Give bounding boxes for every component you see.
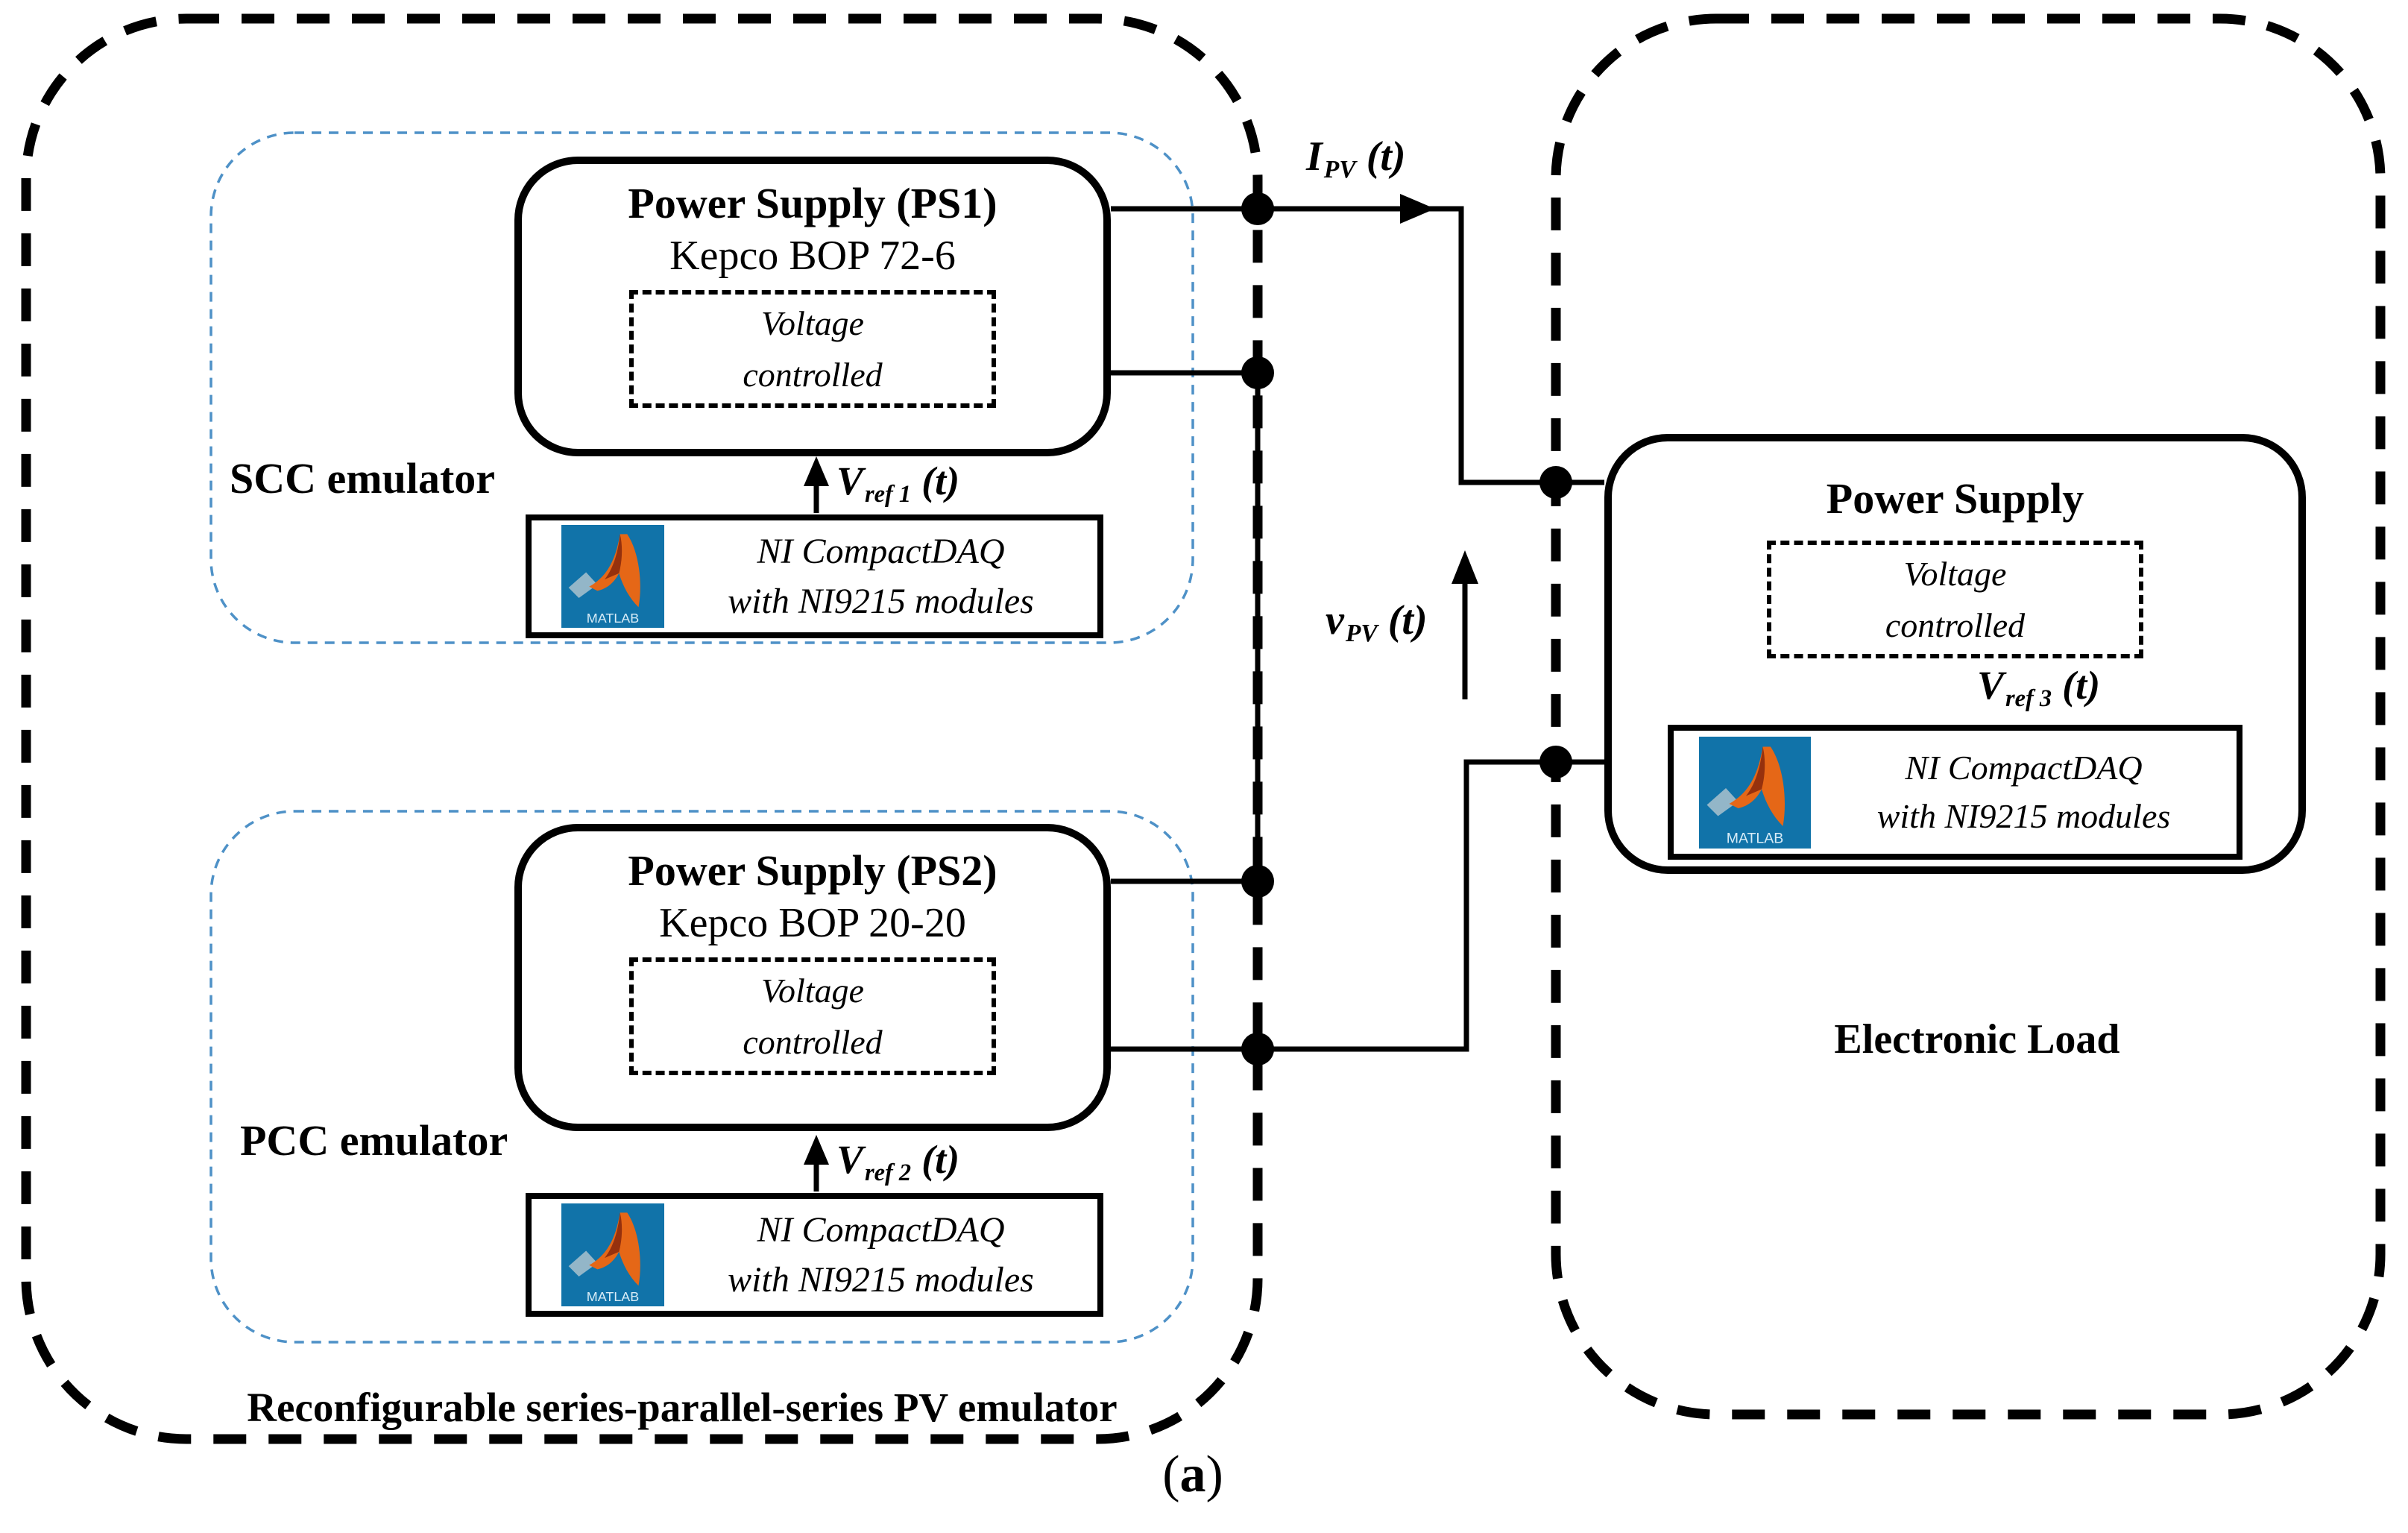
vref2-sub: ref 2 [865,1159,912,1186]
matlab-icon: MATLAB [1699,736,1811,849]
ipv-base: I [1306,133,1323,180]
ipv-sub: PV [1323,156,1356,184]
scc-daq-box: MATLAB NI CompactDAQ with NI9215 modules [526,514,1103,638]
mode-line: Voltage [1903,554,2007,593]
junction-dot [1241,1033,1274,1065]
matlab-icon: MATLAB [561,1203,664,1306]
vref2-arrowhead-icon [804,1135,829,1165]
electronic-load-caption: Electronic Load [1834,1016,2120,1063]
daq-line: with NI9215 modules [728,1260,1034,1300]
wire-ps1-top-to-load [1111,206,1604,485]
pcc-daq-text: NI CompactDAQ with NI9215 modules [664,1205,1097,1305]
vpv-arrowhead-icon [1452,550,1478,584]
vref1-sub: ref 1 [865,480,912,508]
power-supply-ps2-box: Power Supply (PS2) Kepco BOP 20-20 Volta… [514,824,1111,1131]
vref1-arrowhead-icon [804,456,829,486]
mode-line: controlled [1885,605,2026,644]
vpv-sub: PV [1345,620,1378,648]
vref1-base: V [836,459,864,503]
vref3-sub: ref 3 [2005,684,2052,712]
ipv-arg: (t) [1366,133,1406,180]
figure-label-letter: a [1179,1446,1206,1503]
vpv-base: v [1326,597,1344,643]
ps1-model: Kepco BOP 72-6 [669,232,956,279]
vref3-base: V [1977,663,2005,708]
matlab-icon-label: MATLAB [587,611,639,626]
power-supply-ps1-box: Power Supply (PS1) Kepco BOP 72-6 Voltag… [514,157,1111,456]
mode-line: Voltage [761,972,864,1010]
ps2-title: Power Supply (PS2) [628,846,997,895]
matlab-icon: MATLAB [561,525,664,628]
mode-line: Voltage [761,304,864,343]
figure-label-open: ( [1162,1446,1180,1503]
scc-emulator-label: SCC emulator [230,454,496,503]
figure-panel-label: (a) [1111,1445,1275,1505]
wire-ps1-bottom-to-ps2-top [1111,370,1261,884]
pcc-daq-box: MATLAB NI CompactDAQ with NI9215 modules [526,1193,1103,1317]
daq-line: NI CompactDAQ [757,1209,1005,1250]
ipv-signal-label: IPV (t) [1306,133,1406,184]
ps2-voltage-controlled-box: Voltage controlled [629,957,996,1076]
junction-dot [1241,865,1274,898]
load-daq-box: MATLAB NI CompactDAQ with NI9215 modules [1668,725,2242,860]
scc-emulator-outline [209,131,1194,644]
wire-ps2-bottom-to-load [1111,759,1604,1052]
junction-dot [1539,466,1572,499]
vref2-label: Vref 2 (t) [836,1136,959,1187]
vref3-arg: (t) [2062,663,2101,708]
vref1-arg: (t) [921,459,960,503]
figure-label-close: ) [1205,1446,1223,1503]
vref2-base: V [836,1137,864,1182]
mode-line: controlled [743,1023,883,1062]
scc-daq-text: NI CompactDAQ with NI9215 modules [664,526,1097,626]
load-daq-text: NI CompactDAQ with NI9215 modules [1811,744,2237,840]
vpv-arg: (t) [1387,597,1428,643]
ps1-title: Power Supply (PS1) [628,179,997,227]
electronic-load-outline [1551,13,2386,1420]
vref2-arg: (t) [921,1137,960,1182]
daq-line: with NI9215 modules [1876,796,2171,835]
pv-emulator-caption: Reconfigurable series-parallel-series PV… [247,1385,1118,1430]
junction-dot [1241,192,1274,225]
vref3-label: Vref 3 (t) [1977,662,2100,713]
vpv-signal-label: vPV (t) [1326,596,1428,648]
ipv-arrowhead-icon [1400,194,1435,224]
ps2-model: Kepco BOP 20-20 [659,899,966,946]
daq-line: with NI9215 modules [728,582,1034,621]
ps1-voltage-controlled-box: Voltage controlled [629,290,996,409]
junction-dot [1241,356,1274,389]
load-voltage-controlled-box: Voltage controlled [1767,540,2143,658]
vref1-label: Vref 1 (t) [836,458,959,509]
matlab-icon-label: MATLAB [587,1289,639,1304]
daq-line: NI CompactDAQ [1905,749,2143,787]
pcc-emulator-label: PCC emulator [240,1116,508,1165]
load-ps-title: Power Supply [1826,474,2084,523]
daq-line: NI CompactDAQ [757,531,1005,571]
matlab-icon-label: MATLAB [1727,830,1784,846]
junction-dot [1539,746,1572,778]
mode-line: controlled [743,356,883,394]
